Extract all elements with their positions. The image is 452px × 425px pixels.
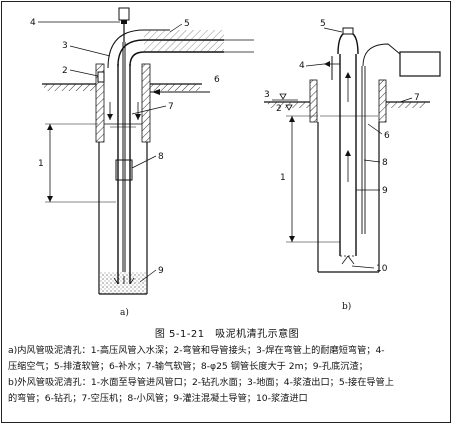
borehole-b: [317, 122, 380, 273]
label-b-2: 2: [276, 104, 282, 114]
label-a-1: 1: [38, 159, 44, 169]
bend-b: [324, 27, 359, 80]
label-b-5: 5: [320, 19, 326, 29]
air-compressor-b: [399, 51, 441, 77]
valve-a: [118, 7, 130, 42]
label-b-6: 6: [384, 131, 390, 141]
label-a-5: 5: [184, 19, 190, 29]
label-a-4: 4: [30, 18, 36, 28]
casing-b: [309, 79, 387, 123]
steel-pipe-a: [115, 159, 133, 181]
panel-a-drawing: [38, 7, 254, 295]
inner-air-pipe-a: [122, 42, 126, 272]
small-air-pipe-b: [361, 43, 401, 234]
flow-arrows-a: [107, 102, 141, 120]
joint-a: [97, 71, 105, 83]
borehole-walls-a: [98, 142, 148, 294]
label-b-3: 3: [264, 90, 270, 100]
panel-b-tag: b): [342, 301, 351, 312]
legend-line-3: b)外风管吸泥清孔：1-水面至导管进风管口；2-钻孔水面；3-地面；4-浆渣出口…: [8, 377, 394, 388]
leader-lines-a: [38, 21, 183, 283]
flow-arrows-b: [341, 72, 355, 265]
label-a-2: 2: [62, 66, 68, 76]
label-a-7: 7: [168, 102, 174, 112]
dimension-1-b: [286, 115, 340, 243]
label-b-4: 4: [299, 61, 305, 71]
ground-right-a: [150, 83, 202, 91]
casing-a: [95, 63, 151, 143]
ground-left-a: [42, 83, 96, 91]
panel-b-labels: 5 4 3 2 7 1 6 8 9 10 b): [264, 19, 420, 312]
label-a-6: 6: [214, 75, 220, 85]
sediment-a: [99, 272, 147, 295]
label-b-9: 9: [382, 186, 388, 196]
label-b-8: 8: [382, 158, 388, 168]
label-a-8: 8: [158, 152, 164, 162]
legend-line-2: 压缩空气；5-排渣软管；6-补水；7-输气软管；8-φ25 钢管长度大于 2m；…: [8, 361, 368, 372]
conduit-a: [117, 64, 131, 284]
panel-a-tag: a): [120, 307, 129, 318]
label-b-1: 1: [280, 173, 286, 183]
figure-title: 图 5-1-21 吸泥机清孔示意图: [154, 329, 300, 340]
water-surface-b: [272, 93, 378, 117]
refill-inlet-a: [150, 89, 210, 95]
legend-line-1: a)内风管吸泥清孔：1-高压风管入水深；2-弯管和导管接头；3-焊在弯管上的耐磨…: [8, 345, 385, 356]
label-b-7: 7: [414, 93, 420, 103]
panel-b-drawing: [264, 27, 441, 273]
label-a-9: 9: [158, 266, 164, 276]
legend-line-4: 的弯管；6-钻孔；7-空压机；8-小风管；9-灌注混凝土导管；10-浆渣进口: [8, 393, 308, 404]
leader-lines-b: [305, 27, 413, 269]
label-a-3: 3: [62, 41, 68, 51]
suction-dredger-diagram: 4 3 5 2 6 7 1 8 9 a): [30, 7, 441, 318]
label-b-10: 10: [376, 264, 388, 274]
bend-pipe-a: [107, 29, 254, 69]
panel-a-labels: 4 3 5 2 6 7 1 8 9 a): [30, 18, 220, 318]
dimension-1-a: [45, 123, 116, 203]
